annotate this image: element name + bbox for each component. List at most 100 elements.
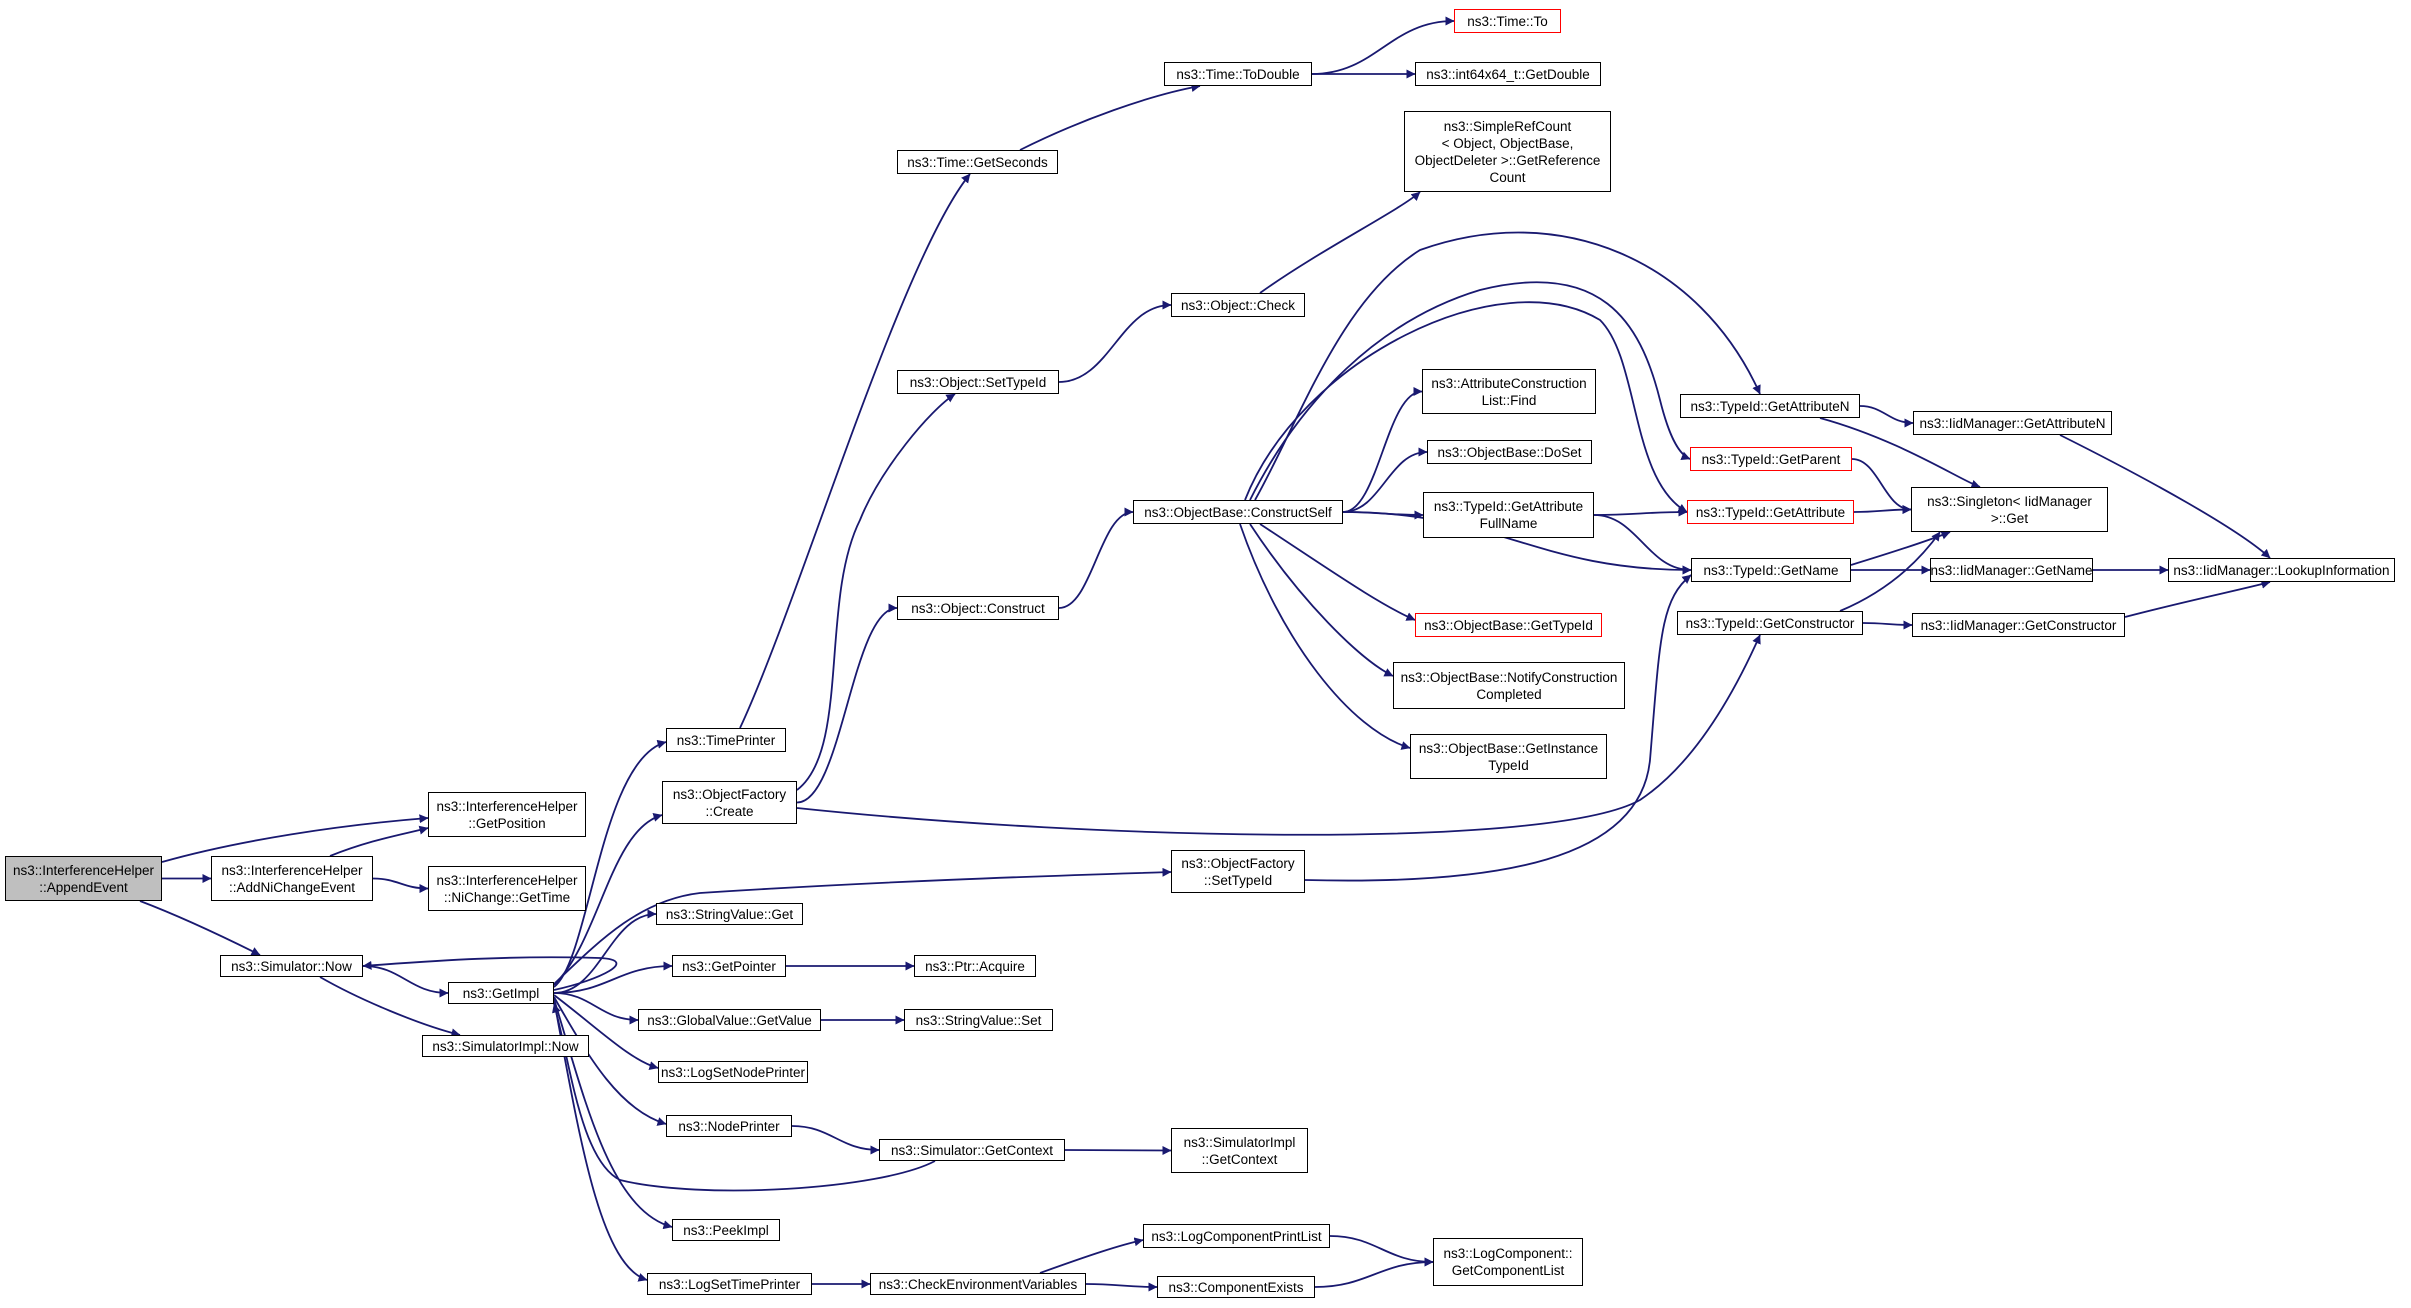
node-iidmanager-get-attribute-n[interactable]: ns3::IidManager::GetAttributeN <box>1913 411 2112 435</box>
node-label: ns3::TypeId::GetName <box>1703 562 1839 578</box>
node-label: ns3::SimulatorImpl ::GetContext <box>1183 1134 1296 1167</box>
node-typeid-get-name[interactable]: ns3::TypeId::GetName <box>1691 558 1851 582</box>
edge-object-construct-to-objectbase-construct-self <box>1058 507 1134 609</box>
call-edges <box>139 16 2271 1292</box>
edge-time-printer-to-time-get-seconds <box>739 173 971 729</box>
edge-typeid-get-attribute-to-singleton-get <box>1853 505 1912 515</box>
node-attr-construction-list-find[interactable]: ns3::AttributeConstruction List::Find <box>1422 369 1596 414</box>
edge-simulator-now-to-simulatorimpl-now <box>319 976 461 1038</box>
edge-objectbase-construct-self-to-typeid-get-attribute-n <box>1254 231 1761 501</box>
node-typeid-get-constructor[interactable]: ns3::TypeId::GetConstructor <box>1677 611 1863 635</box>
edge-log-component-print-list-to-log-component-get-list <box>1329 1235 1434 1267</box>
node-object-construct[interactable]: ns3::Object::Construct <box>897 596 1059 620</box>
node-objectbase-doset[interactable]: ns3::ObjectBase::DoSet <box>1427 440 1592 464</box>
node-label: ns3::GetImpl <box>462 985 540 1001</box>
node-label: ns3::int64x64_t::GetDouble <box>1426 66 1590 82</box>
node-simulator-get-context[interactable]: ns3::Simulator::GetContext <box>879 1139 1065 1161</box>
node-iidmanager-get-constructor[interactable]: ns3::IidManager::GetConstructor <box>1912 613 2125 637</box>
node-typeid-get-parent[interactable]: ns3::TypeId::GetParent <box>1690 447 1852 471</box>
node-objectbase-notify-construction[interactable]: ns3::ObjectBase::NotifyConstruction Comp… <box>1393 662 1625 709</box>
node-log-set-time-printer[interactable]: ns3::LogSetTimePrinter <box>647 1273 812 1295</box>
node-stringvalue-get[interactable]: ns3::StringValue::Get <box>656 903 803 925</box>
node-label: ns3::Simulator::GetContext <box>890 1142 1054 1158</box>
node-get-position[interactable]: ns3::InterferenceHelper ::GetPosition <box>428 792 586 837</box>
edge-check-env-vars-to-log-component-print-list <box>1039 1237 1144 1274</box>
node-time-to[interactable]: ns3::Time::To <box>1454 9 1561 33</box>
node-time-printer[interactable]: ns3::TimePrinter <box>666 728 786 752</box>
node-label: ns3::InterferenceHelper ::NiChange::GetT… <box>436 872 578 905</box>
node-object-factory-set-type-id[interactable]: ns3::ObjectFactory ::SetTypeId <box>1171 850 1305 893</box>
node-label: ns3::SimulatorImpl::Now <box>432 1038 579 1054</box>
node-time-to-double[interactable]: ns3::Time::ToDouble <box>1164 62 1312 86</box>
node-check-env-vars[interactable]: ns3::CheckEnvironmentVariables <box>870 1273 1086 1295</box>
edge-time-get-seconds-to-time-to-double <box>1019 83 1201 151</box>
node-iidmanager-lookup-information[interactable]: ns3::IidManager::LookupInformation <box>2168 558 2395 582</box>
node-simulatorimpl-get-context[interactable]: ns3::SimulatorImpl ::GetContext <box>1171 1128 1308 1173</box>
node-label: ns3::NodePrinter <box>678 1118 780 1134</box>
node-int64x64-get-double[interactable]: ns3::int64x64_t::GetDouble <box>1415 62 1601 86</box>
edge-simulator-get-context-to-get-impl <box>552 1003 936 1192</box>
node-object-set-type-id[interactable]: ns3::Object::SetTypeId <box>897 370 1059 394</box>
node-label: ns3::IidManager::GetName <box>1930 562 2093 578</box>
node-label: ns3::TimePrinter <box>676 732 776 748</box>
edge-get-impl-to-stringvalue-get <box>553 909 657 994</box>
node-label: ns3::Time::GetSeconds <box>907 154 1048 170</box>
node-label: ns3::Time::ToDouble <box>1176 66 1300 82</box>
node-stringvalue-set[interactable]: ns3::StringValue::Set <box>904 1009 1053 1031</box>
node-typeid-get-attribute-n[interactable]: ns3::TypeId::GetAttributeN <box>1680 394 1860 418</box>
node-add-ni-change-event[interactable]: ns3::InterferenceHelper ::AddNiChangeEve… <box>211 856 373 901</box>
edge-typeid-get-attr-full-name-to-typeid-get-name <box>1593 514 1692 575</box>
node-log-component-print-list[interactable]: ns3::LogComponentPrintList <box>1143 1224 1330 1248</box>
node-object-check[interactable]: ns3::Object::Check <box>1171 293 1305 317</box>
edge-object-check-to-simple-ref-count <box>1259 191 1421 294</box>
node-label: ns3::ComponentExists <box>1168 1279 1304 1295</box>
edge-time-to-double-to-time-to <box>1311 16 1455 75</box>
node-globalvalue-getvalue[interactable]: ns3::GlobalValue::GetValue <box>638 1009 821 1031</box>
node-label: ns3::SimpleRefCount < Object, ObjectBase… <box>1414 118 1601 185</box>
edge-add-ni-change-event-to-get-position <box>329 825 429 857</box>
node-label: ns3::IidManager::GetConstructor <box>1920 617 2117 633</box>
node-peek-impl[interactable]: ns3::PeekImpl <box>672 1219 780 1241</box>
node-objectbase-construct-self[interactable]: ns3::ObjectBase::ConstructSelf <box>1133 500 1343 524</box>
node-component-exists[interactable]: ns3::ComponentExists <box>1157 1276 1315 1298</box>
node-label: ns3::LogComponentPrintList <box>1151 1228 1322 1244</box>
node-simulator-now[interactable]: ns3::Simulator::Now <box>220 955 363 977</box>
edge-iidmanager-get-attribute-n-to-iidmanager-lookup-information <box>2059 434 2271 559</box>
node-label: ns3::Object::Construct <box>911 600 1045 616</box>
node-simple-ref-count[interactable]: ns3::SimpleRefCount < Object, ObjectBase… <box>1404 111 1611 192</box>
node-get-impl[interactable]: ns3::GetImpl <box>448 982 554 1004</box>
node-label: ns3::Object::Check <box>1180 297 1296 313</box>
node-log-set-node-printer[interactable]: ns3::LogSetNodePrinter <box>658 1061 808 1083</box>
edge-append-event-to-get-position <box>161 814 429 863</box>
node-node-printer[interactable]: ns3::NodePrinter <box>666 1115 792 1137</box>
node-singleton-get[interactable]: ns3::Singleton< IidManager >::Get <box>1911 487 2108 532</box>
node-label: ns3::LogSetTimePrinter <box>658 1276 801 1292</box>
node-append-event[interactable]: ns3::InterferenceHelper ::AppendEvent <box>5 856 162 901</box>
node-label: ns3::TypeId::GetAttribute FullName <box>1433 499 1584 531</box>
node-typeid-get-attribute[interactable]: ns3::TypeId::GetAttribute <box>1687 500 1854 524</box>
node-object-factory-create[interactable]: ns3::ObjectFactory ::Create <box>662 781 797 824</box>
node-label: ns3::GlobalValue::GetValue <box>647 1012 812 1028</box>
node-label: ns3::ObjectBase::GetInstance TypeId <box>1418 740 1599 773</box>
edge-objectbase-construct-self-to-objectbase-notify-construction <box>1249 523 1394 677</box>
node-label: ns3::TypeId::GetParent <box>1701 451 1841 467</box>
node-objectbase-get-instance-type-id[interactable]: ns3::ObjectBase::GetInstance TypeId <box>1410 734 1607 779</box>
edge-objectbase-construct-self-to-objectbase-doset <box>1342 447 1428 513</box>
node-ptr-acquire[interactable]: ns3::Ptr::Acquire <box>914 955 1036 977</box>
node-label: ns3::ObjectBase::ConstructSelf <box>1144 504 1332 520</box>
node-time-get-seconds[interactable]: ns3::Time::GetSeconds <box>897 150 1058 174</box>
node-simulatorimpl-now[interactable]: ns3::SimulatorImpl::Now <box>422 1035 589 1057</box>
node-iidmanager-get-name[interactable]: ns3::IidManager::GetName <box>1930 558 2093 582</box>
node-typeid-get-attr-full-name[interactable]: ns3::TypeId::GetAttribute FullName <box>1423 492 1594 538</box>
node-get-pointer[interactable]: ns3::GetPointer <box>672 955 786 977</box>
node-ni-change-get-time[interactable]: ns3::InterferenceHelper ::NiChange::GetT… <box>428 866 586 911</box>
edge-append-event-to-simulator-now <box>139 900 261 956</box>
node-label: ns3::StringValue::Set <box>915 1012 1042 1028</box>
edge-typeid-get-attribute-n-to-iidmanager-get-attribute-n <box>1859 405 1914 428</box>
node-log-component-get-list[interactable]: ns3::LogComponent:: GetComponentList <box>1433 1238 1583 1286</box>
node-objectbase-get-type-id[interactable]: ns3::ObjectBase::GetTypeId <box>1415 613 1602 637</box>
node-label: ns3::GetPointer <box>682 958 776 974</box>
edge-get-impl-to-globalvalue-getvalue <box>553 992 639 1025</box>
edge-simulator-now-to-get-impl <box>362 965 449 998</box>
